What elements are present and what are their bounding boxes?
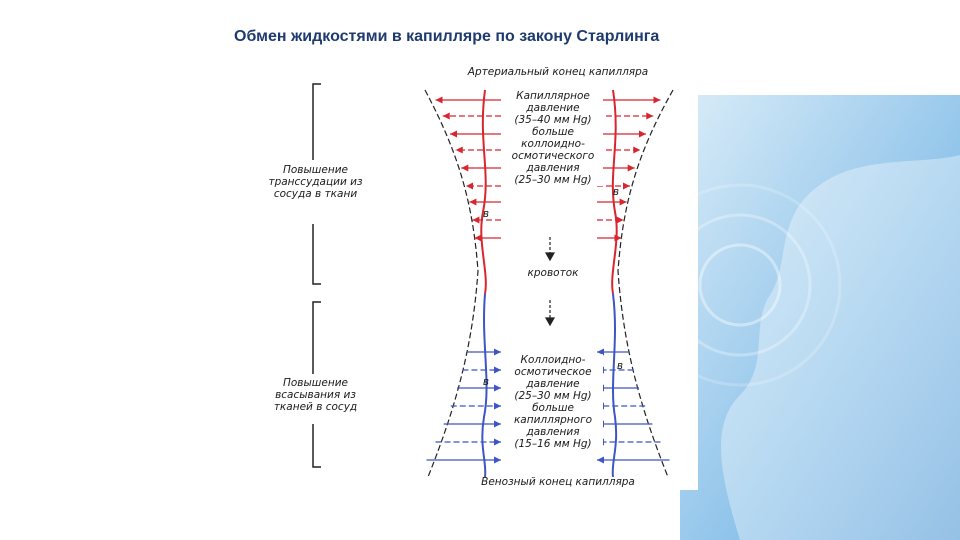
arrowhead-left xyxy=(474,235,481,242)
arrowhead-left xyxy=(494,349,501,356)
starling-diagram: Артериальный конец капилляра Венозный ко… xyxy=(263,52,698,490)
left-transudation-label: Повышение транссудации из сосуда в ткани xyxy=(263,164,368,200)
arrowhead-left xyxy=(494,421,501,428)
slide-title: Обмен жидкостями в капилляре по закону С… xyxy=(234,28,659,46)
flow-arrows xyxy=(546,237,554,325)
arrowhead-left xyxy=(469,199,476,206)
arrowhead-right xyxy=(633,147,640,154)
arrowhead-right xyxy=(628,165,635,172)
arrowhead-right xyxy=(617,217,624,224)
arrowhead-right xyxy=(597,457,604,464)
arrowhead-left xyxy=(494,457,501,464)
arrowhead-right xyxy=(639,131,646,138)
arrowhead-left xyxy=(443,113,450,120)
arrowhead-left xyxy=(450,131,457,138)
venous-pressure-text: Коллоидно- осмотическое давление (25–30 … xyxy=(503,354,603,450)
venous-end-label: Венозный конец капилляра xyxy=(438,476,678,488)
arrowhead-left xyxy=(494,439,501,446)
marker-letter-arterial-left: в xyxy=(479,208,493,220)
arterial-pressure-text: Капиллярное давление (35–40 мм Hg) больш… xyxy=(503,90,603,186)
arrowhead-left xyxy=(456,147,463,154)
marker-letter-venous-left: в xyxy=(479,376,493,388)
arrowhead-left xyxy=(466,183,473,190)
arrowhead-left xyxy=(461,165,468,172)
capillary-diagram-graphic xyxy=(263,52,698,490)
blood-flow-label: кровоток xyxy=(518,267,588,279)
arrowhead-left xyxy=(494,385,501,392)
left-absorption-label: Повышение всасывания из тканей в сосуд xyxy=(263,377,368,413)
marker-letter-venous-right: в xyxy=(613,360,627,372)
arrowhead-left xyxy=(494,403,501,410)
arrowhead-right xyxy=(615,235,622,242)
arrowhead-right xyxy=(654,97,661,104)
arrowhead-right xyxy=(620,199,627,206)
arterial-end-label: Артериальный конец капилляра xyxy=(438,66,678,78)
marker-letter-arterial-right: в xyxy=(609,186,623,198)
arrowhead-right xyxy=(623,183,630,190)
arrowhead-left xyxy=(436,97,443,104)
background-decoration xyxy=(680,95,960,540)
arrowhead-left xyxy=(494,367,501,374)
arrowhead-right xyxy=(646,113,653,120)
